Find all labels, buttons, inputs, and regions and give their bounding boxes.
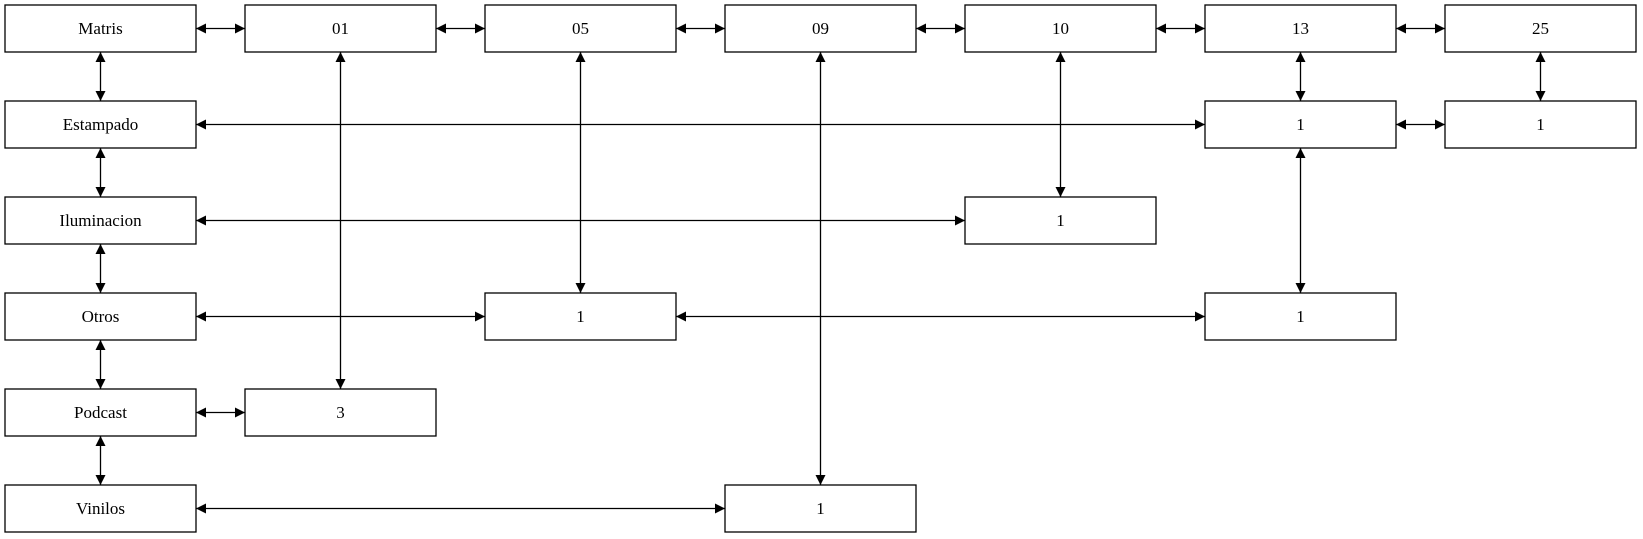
cell-iluminacion-10-box — [964, 196, 1157, 245]
cell-podcast-01: 3 — [244, 388, 437, 437]
column-header-10-label: 10 — [1052, 19, 1069, 38]
cell-vinilos-09: 1 — [724, 484, 917, 533]
cell-podcast-01-box — [244, 388, 437, 437]
matrix-corner-node: Matris — [4, 4, 197, 53]
column-header-13-box — [1204, 4, 1397, 53]
row-header-otros: Otros — [4, 292, 197, 341]
row-header-vinilos: Vinilos — [4, 484, 197, 533]
cell-iluminacion-10-label: 1 — [1056, 211, 1065, 230]
cell-estampado-25: 1 — [1444, 100, 1637, 149]
column-header-10-box — [964, 4, 1157, 53]
column-header-05: 05 — [484, 4, 677, 53]
column-header-05-box — [484, 4, 677, 53]
cell-otros-05-box — [484, 292, 677, 341]
row-header-otros-label: Otros — [82, 307, 120, 326]
row-header-vinilos-label: Vinilos — [76, 499, 125, 518]
cell-iluminacion-10: 1 — [964, 196, 1157, 245]
edge-layer — [95, 23, 1546, 514]
cell-otros-05: 1 — [484, 292, 677, 341]
cell-vinilos-09-label: 1 — [816, 499, 825, 518]
column-header-13-label: 13 — [1292, 19, 1309, 38]
row-header-iluminacion-label: Iluminacion — [59, 211, 142, 230]
column-header-09-box — [724, 4, 917, 53]
column-header-01: 01 — [244, 4, 437, 53]
column-header-10: 10 — [964, 4, 1157, 53]
row-header-estampado-box — [4, 100, 197, 149]
row-header-iluminacion-box — [4, 196, 197, 245]
row-header-iluminacion: Iluminacion — [4, 196, 197, 245]
matrix-corner-node-label: Matris — [78, 19, 122, 38]
column-header-09-label: 09 — [812, 19, 829, 38]
column-header-05-label: 05 — [572, 19, 589, 38]
row-header-podcast: Podcast — [4, 388, 197, 437]
cell-estampado-25-box — [1444, 100, 1637, 149]
column-header-09: 09 — [724, 4, 917, 53]
row-header-podcast-box — [4, 388, 197, 437]
row-header-vinilos-box — [4, 484, 197, 533]
cell-estampado-13-box — [1204, 100, 1397, 149]
column-header-25: 25 — [1444, 4, 1637, 53]
column-header-25-label: 25 — [1532, 19, 1549, 38]
column-header-25-box — [1444, 4, 1637, 53]
cell-estampado-25-label: 1 — [1536, 115, 1545, 134]
column-header-13: 13 — [1204, 4, 1397, 53]
cell-otros-13-box — [1204, 292, 1397, 341]
matrix-corner-node-box — [4, 4, 197, 53]
cell-podcast-01-label: 3 — [336, 403, 345, 422]
column-header-01-box — [244, 4, 437, 53]
column-header-01-label: 01 — [332, 19, 349, 38]
row-header-podcast-label: Podcast — [74, 403, 127, 422]
cell-estampado-13: 1 — [1204, 100, 1397, 149]
cell-otros-13: 1 — [1204, 292, 1397, 341]
row-header-otros-box — [4, 292, 197, 341]
cell-estampado-13-label: 1 — [1296, 115, 1305, 134]
cell-otros-13-label: 1 — [1296, 307, 1305, 326]
row-header-estampado-label: Estampado — [63, 115, 139, 134]
cell-vinilos-09-box — [724, 484, 917, 533]
cell-otros-05-label: 1 — [576, 307, 585, 326]
row-header-estampado: Estampado — [4, 100, 197, 149]
